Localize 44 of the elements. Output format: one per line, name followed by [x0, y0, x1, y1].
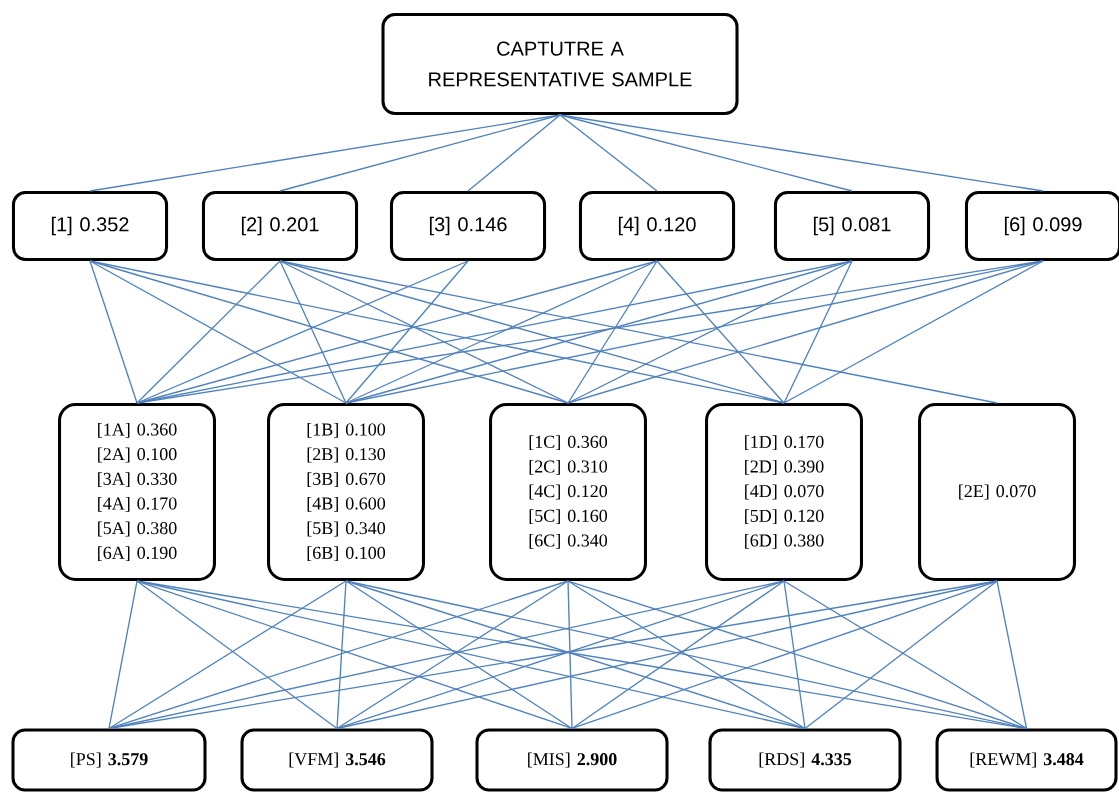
connector-line — [783, 260, 1044, 404]
weight-box: [4] 0.120 — [578, 191, 736, 261]
score-box: [MIS] 2.900 — [475, 728, 669, 792]
connector-line — [279, 260, 569, 404]
connector-line — [567, 260, 1044, 404]
weight-box: [2] 0.201 — [201, 191, 359, 261]
connector-line — [804, 580, 998, 730]
connector-line — [279, 114, 561, 192]
connector-line — [467, 114, 561, 192]
connector-line — [89, 260, 138, 404]
weight-box: [1] 0.352 — [11, 191, 169, 261]
connector-line — [783, 580, 806, 730]
connector-line — [656, 260, 785, 404]
criteria-box: [1C] 0.360 [2C] 0.310 [4C] 0.120 [5C] 0.160 [6C] 0.340 — [489, 403, 647, 581]
connector-line — [345, 260, 469, 404]
connector-line — [567, 260, 853, 404]
connector-line — [567, 580, 573, 730]
criteria-box: [1B] 0.100 [2B] 0.130 [3B] 0.670 [4B] 0.600 [5B] 0.340 [6B] 0.100 — [267, 403, 425, 581]
connector-line — [996, 580, 1028, 730]
weight-box: [3] 0.146 — [389, 191, 547, 261]
connector-line — [345, 260, 658, 404]
connector-line — [89, 260, 347, 404]
connector-line — [336, 580, 347, 730]
connector-line — [136, 260, 469, 404]
weight-box: [6] 0.099 — [964, 191, 1119, 261]
weight-box: [5] 0.081 — [773, 191, 931, 261]
score-box: [PS] 3.579 — [11, 728, 207, 792]
connector-line — [108, 580, 138, 730]
connector-line — [783, 580, 1028, 730]
title-box: CAPTUTRE A REPRESENTATIVE SAMPLE — [381, 13, 739, 115]
connector-line — [108, 580, 347, 730]
connector-line — [136, 580, 338, 730]
connector-line — [559, 114, 1044, 192]
score-box: [REWM] 3.484 — [935, 728, 1118, 792]
criteria-box: [2E] 0.070 — [918, 403, 1076, 581]
connector-line — [783, 260, 853, 404]
score-box: [VFM] 3.546 — [240, 728, 434, 792]
connector-line — [279, 260, 347, 404]
criteria-box: [1A] 0.360 [2A] 0.100 [3A] 0.330 [4A] 0.170 [5A] 0.380 [6A] 0.190 — [58, 403, 216, 581]
connector-line — [567, 260, 658, 404]
connector-line — [559, 114, 658, 192]
connector-line — [136, 260, 281, 404]
criteria-box: [1D] 0.170 [2D] 0.390 [4D] 0.070 [5D] 0.120 [6D] 0.380 — [705, 403, 863, 581]
score-box: [RDS] 4.335 — [708, 728, 902, 792]
